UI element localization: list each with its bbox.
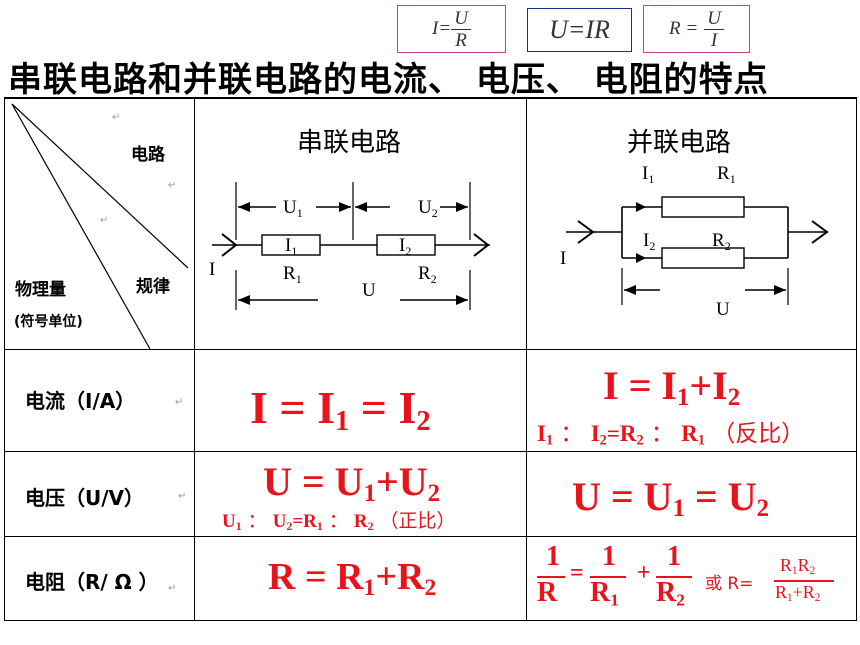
- frac-r1-denominator: R1: [590, 577, 619, 610]
- corner-label-quantity: 物理量: [15, 280, 66, 300]
- paragraph-mark: ↵: [178, 491, 187, 502]
- parallel-r1-label: R1: [717, 163, 736, 186]
- series-u1-label: U1: [283, 197, 303, 220]
- series-u-label: U: [362, 280, 376, 301]
- sum-denominator: R1+R2: [775, 582, 821, 604]
- series-voltage-formula: U = U1+U2: [263, 459, 441, 508]
- plus-sign: +: [637, 560, 651, 586]
- corner-label-unit: (符号单位): [14, 314, 83, 330]
- formula-box-ohm-voltage: U=IR: [527, 8, 632, 52]
- series-r1-label: R1: [283, 263, 302, 286]
- parallel-i1-label: I1: [642, 163, 654, 186]
- product-numerator: R1R2: [780, 555, 816, 577]
- parallel-current-formula: I = I1+I2: [603, 363, 741, 412]
- frac-r-denominator: R: [537, 577, 558, 608]
- series-resistance-formula: R = R1+R2: [268, 556, 437, 601]
- parallel-current-ratio: I1 ： I2=R2 ： R1 （反比）: [537, 421, 805, 449]
- formula-box-ohm-resistance: R = U I: [643, 5, 750, 53]
- or-label: 或 R=: [705, 574, 754, 594]
- row-label-current: 电流（I/A）: [25, 389, 136, 413]
- paragraph-mark: ↵: [175, 397, 184, 408]
- paragraph-mark: ↵: [112, 112, 121, 123]
- series-i-label: I: [209, 259, 215, 280]
- formula-box-ohm-current: I= U R: [397, 5, 506, 53]
- parallel-i-label: I: [560, 248, 566, 269]
- series-r2-label: R2: [418, 263, 437, 286]
- formula-text: U=IR: [549, 15, 610, 44]
- equals-sign: =: [570, 560, 584, 586]
- row-label-resistance: 电阻（R/ Ω ）: [25, 570, 159, 594]
- frac-1-numerator: 1: [546, 541, 560, 572]
- paragraph-mark: ↵: [168, 180, 177, 191]
- page-title: 串联电路和并联电路的电流、 电压、 电阻的特点: [8, 60, 769, 100]
- series-current-formula: I = I1 = I2: [250, 382, 431, 438]
- formula-left: I=: [432, 18, 452, 39]
- series-i1-label: I1: [285, 235, 297, 258]
- frac-1-numerator: 1: [602, 541, 616, 572]
- parallel-i2-label: I2: [643, 230, 655, 253]
- series-voltage-ratio: U1 ： U2=R1 ： R2 （正比）: [222, 510, 456, 533]
- parallel-voltage-formula: U = U1 = U2: [572, 474, 770, 523]
- series-i2-label: I2: [399, 235, 411, 258]
- series-circuit-title: 串联电路: [297, 128, 402, 158]
- paragraph-mark: ↵: [100, 215, 109, 226]
- frac-r2-denominator: R2: [656, 577, 685, 610]
- series-u2-label: U2: [418, 197, 438, 220]
- formula-fraction: U R: [451, 9, 471, 50]
- frac-1-numerator: 1: [667, 541, 681, 572]
- parallel-circuit-title: 并联电路: [627, 128, 732, 158]
- paragraph-mark: ↵: [168, 583, 177, 594]
- corner-label-law: 规律: [136, 277, 170, 297]
- corner-label-circuit: 电路: [131, 145, 165, 165]
- formula-left: R =: [669, 18, 699, 39]
- parallel-r2-label: R2: [712, 230, 731, 253]
- parallel-u-label: U: [716, 299, 730, 320]
- row-label-voltage: 电压（U/V）: [25, 486, 145, 510]
- formula-fraction: U I: [704, 9, 724, 50]
